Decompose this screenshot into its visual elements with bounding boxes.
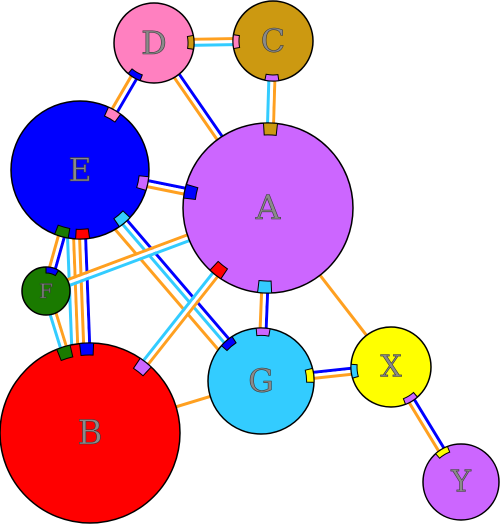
port-F-E bbox=[45, 266, 60, 277]
node-C[interactable]: C bbox=[232, 0, 314, 82]
node-B[interactable]: B bbox=[0, 342, 181, 524]
node-label: G bbox=[248, 362, 274, 400]
port-X-G bbox=[350, 363, 359, 379]
node-Y[interactable]: Y bbox=[422, 443, 500, 521]
node-F[interactable]: F bbox=[21, 266, 71, 316]
node-circle bbox=[422, 443, 500, 521]
node-label: X bbox=[380, 350, 402, 385]
node-D[interactable]: D bbox=[113, 2, 195, 84]
node-label: Y bbox=[450, 465, 472, 500]
node-X[interactable]: X bbox=[350, 326, 432, 408]
node-label: E bbox=[68, 151, 91, 189]
port-G-A bbox=[255, 327, 271, 337]
port-A-G bbox=[257, 279, 273, 294]
port-X-Y bbox=[402, 391, 419, 405]
port-A-E bbox=[183, 183, 199, 201]
port-C-D bbox=[232, 34, 241, 50]
node-label: D bbox=[141, 24, 167, 62]
port-E-G bbox=[113, 210, 131, 228]
node-label: A bbox=[255, 188, 281, 228]
port-B-E bbox=[79, 342, 95, 357]
port-D-E bbox=[127, 68, 143, 82]
port-B-A bbox=[132, 357, 152, 377]
node-label: B bbox=[78, 413, 103, 453]
node-label: F bbox=[39, 279, 53, 303]
port-E-A bbox=[136, 175, 150, 192]
port-B-F bbox=[56, 344, 74, 362]
port-E-D bbox=[103, 106, 122, 123]
port-G-E bbox=[220, 335, 237, 352]
node-label: C bbox=[261, 22, 285, 60]
port-Y-X bbox=[434, 445, 451, 459]
port-A-B bbox=[209, 260, 229, 280]
port-E-B bbox=[75, 228, 91, 240]
node-G[interactable]: G bbox=[207, 327, 315, 435]
port-E-F bbox=[54, 224, 71, 239]
port-G-X bbox=[304, 367, 315, 383]
node-E[interactable]: E bbox=[10, 100, 150, 240]
port-D-C bbox=[186, 34, 195, 50]
port-A-C bbox=[262, 122, 279, 136]
port-C-A bbox=[264, 73, 280, 82]
node-A[interactable]: A bbox=[182, 122, 354, 294]
